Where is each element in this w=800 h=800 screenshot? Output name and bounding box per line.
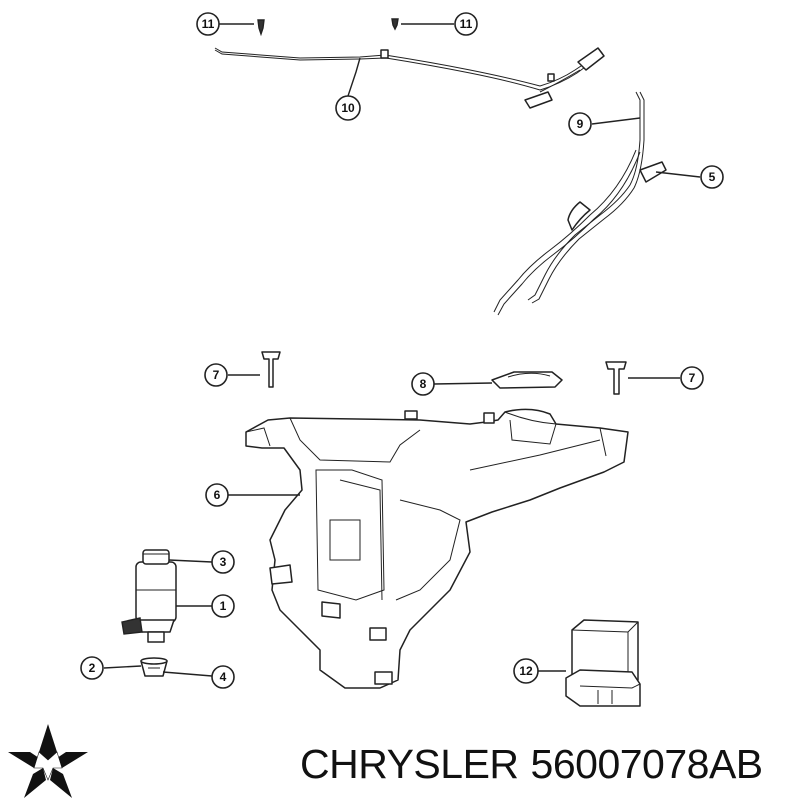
callout-2-label: 2 bbox=[89, 661, 96, 675]
callout-5-label: 5 bbox=[709, 170, 716, 184]
leader-5 bbox=[655, 171, 701, 178]
pump-part-1 bbox=[121, 561, 177, 643]
callout-11a: 11 bbox=[196, 12, 220, 36]
callout-12-label: 12 bbox=[519, 664, 533, 678]
part-number: 56007078AB bbox=[530, 741, 764, 787]
chrysler-pentastar-icon bbox=[8, 724, 88, 798]
callout-3: 3 bbox=[211, 550, 235, 574]
hose-part-9 bbox=[493, 91, 667, 316]
callout-12: 12 bbox=[513, 658, 539, 684]
callout-6-label: 6 bbox=[214, 488, 221, 502]
callout-8: 8 bbox=[411, 372, 435, 396]
leader-8 bbox=[433, 382, 493, 385]
reservoir-part-6 bbox=[245, 408, 629, 689]
leader-2 bbox=[103, 665, 142, 669]
callout-9-label: 9 bbox=[577, 117, 584, 131]
callout-10-label: 10 bbox=[341, 101, 355, 115]
callout-7a: 7 bbox=[204, 363, 228, 387]
callout-1: 1 bbox=[211, 594, 235, 618]
leader-10 bbox=[347, 57, 361, 97]
callout-7b: 7 bbox=[680, 366, 704, 390]
relay-part-12 bbox=[565, 619, 641, 707]
callout-2: 2 bbox=[80, 656, 104, 680]
callout-4: 4 bbox=[211, 665, 235, 689]
brand-name: CHRYSLER bbox=[300, 741, 519, 787]
hose-part-10 bbox=[214, 47, 605, 109]
callout-3-label: 3 bbox=[220, 555, 227, 569]
callout-10: 10 bbox=[335, 95, 361, 121]
callout-5: 5 bbox=[700, 165, 724, 189]
callout-11b-label: 11 bbox=[460, 17, 473, 31]
screw-part-11-right bbox=[391, 18, 399, 31]
callout-6: 6 bbox=[205, 483, 229, 507]
bolt-part-7-right bbox=[605, 361, 627, 395]
leader-9 bbox=[591, 117, 641, 125]
leader-3 bbox=[168, 559, 213, 563]
bolt-part-7-left bbox=[261, 351, 281, 388]
cap-part-8 bbox=[491, 371, 563, 389]
callout-7a-label: 7 bbox=[213, 368, 220, 382]
grommet-part-2 bbox=[140, 657, 168, 677]
callout-9: 9 bbox=[568, 112, 592, 136]
callout-8-label: 8 bbox=[420, 377, 427, 391]
callout-4-label: 4 bbox=[220, 670, 227, 684]
leader-4 bbox=[162, 671, 213, 677]
seal-part-3 bbox=[142, 549, 170, 565]
callout-1-label: 1 bbox=[220, 599, 227, 613]
callout-7b-label: 7 bbox=[689, 371, 696, 385]
callout-11b: 11 bbox=[454, 12, 478, 36]
screw-part-11-left bbox=[257, 19, 265, 37]
callout-11a-label: 11 bbox=[202, 17, 215, 31]
